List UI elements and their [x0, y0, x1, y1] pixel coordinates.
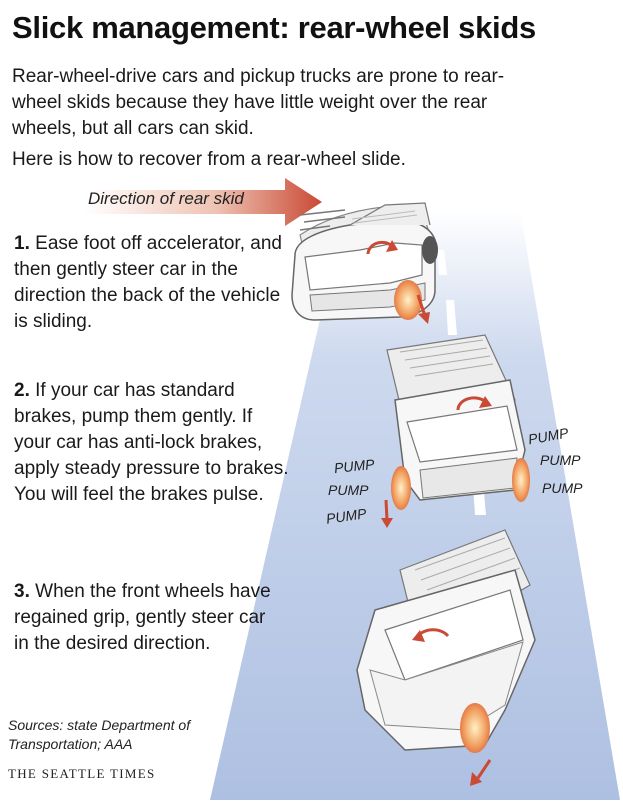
- step-2: 2. If your car has standard brakes, pump…: [14, 378, 294, 508]
- car-1: [291, 202, 438, 321]
- wheel-arrow-1-head: [418, 312, 430, 324]
- steer-arrow-2: [456, 396, 487, 411]
- pump-label-right-2: PUMP: [540, 452, 581, 468]
- car-3: [356, 529, 536, 753]
- intro-text: Rear-wheel-drive cars and pickup trucks …: [12, 66, 505, 139]
- steer-arrow-1: [366, 240, 393, 255]
- pump-label-right-3: PUMP: [542, 480, 583, 496]
- step-3-text: When the front wheels have regained grip…: [14, 581, 271, 654]
- steer-arrow-1-head: [386, 240, 398, 252]
- wheel-arrow-3: [476, 759, 492, 779]
- pump-label-left-2: PUMP: [328, 482, 369, 498]
- direction-arrow: [85, 178, 322, 226]
- steer-arrow-2-head: [479, 396, 492, 408]
- direction-label: Direction of rear skid: [88, 189, 244, 208]
- step-2-text: If your car has standard brakes, pump th…: [14, 380, 289, 505]
- steer-arrow-3-head: [412, 630, 425, 642]
- step-3: 3. When the front wheels have regained g…: [14, 579, 284, 657]
- step-3-number: 3.: [14, 581, 30, 602]
- step-2-number: 2.: [14, 380, 30, 401]
- step-1: 1. Ease foot off accelerator, and then g…: [14, 231, 294, 335]
- page-title: Slick management: rear-wheel skids: [12, 10, 536, 45]
- publisher-credit: THE SEATTLE TIMES: [8, 766, 156, 781]
- wheel-arrow-2-head: [381, 518, 393, 528]
- step-1-number: 1.: [14, 233, 30, 254]
- sources-note: Sources: state Department of Transportat…: [8, 717, 191, 752]
- wheel-arrow-2: [384, 499, 389, 521]
- wheel-arrow-3-head: [470, 772, 482, 786]
- motion-lines: [299, 209, 346, 231]
- car-2: [386, 334, 530, 510]
- step-1-text: Ease foot off accelerator, and then gent…: [14, 233, 282, 332]
- wheel-arrow-1: [416, 294, 427, 317]
- intro-subtext: Here is how to recover from a rear-wheel…: [12, 149, 406, 170]
